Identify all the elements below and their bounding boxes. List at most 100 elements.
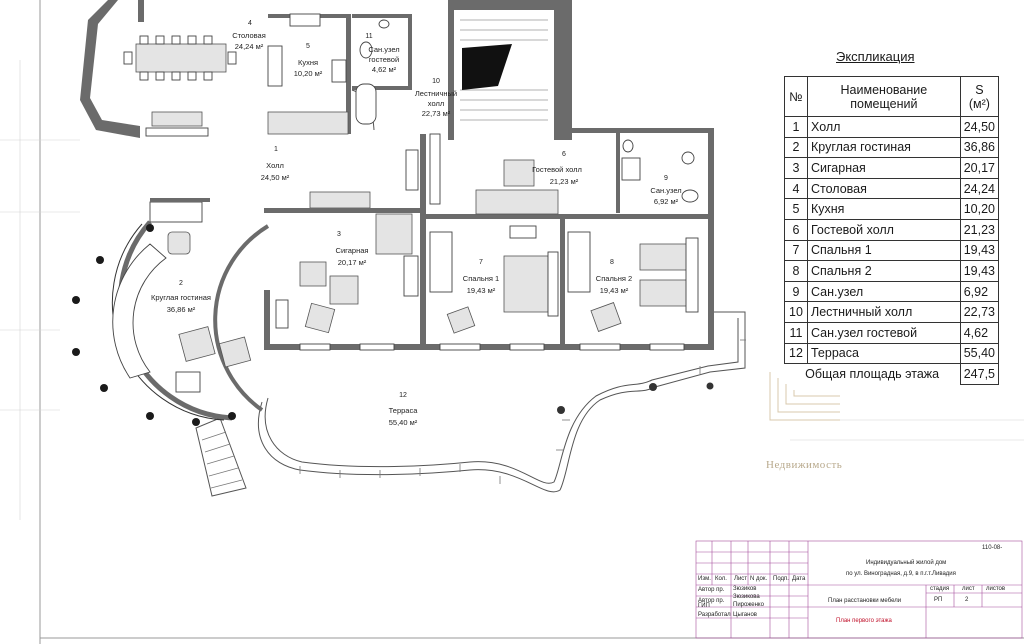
svg-text:12: 12 — [399, 392, 407, 399]
svg-text:Терраса: Терраса — [389, 406, 419, 415]
guest-hall-cabinet — [429, 133, 441, 205]
role-1: Автор пр. — [698, 587, 725, 593]
project-line-2: по ул. Виноградная, д.9, в п.г.т.Ливадия — [846, 571, 956, 577]
kitchen-stove — [331, 59, 347, 83]
terrace-railing-ticks — [299, 339, 746, 484]
wall-bed1-bed2 — [560, 219, 565, 344]
svg-text:9: 9 — [664, 175, 668, 182]
watermark-logo — [769, 372, 840, 421]
person-3: Пироженко — [733, 602, 764, 608]
svg-text:1: 1 — [274, 146, 278, 153]
hall-console — [309, 191, 371, 209]
svg-text:гостевой: гостевой — [369, 55, 399, 64]
guest-toilet-wall — [556, 128, 714, 133]
svg-text:55,40 м²: 55,40 м² — [389, 418, 418, 427]
wall-guesthall-beds — [420, 214, 710, 219]
col-podp: Подп. — [773, 576, 789, 582]
terrace-column — [557, 406, 565, 414]
svg-text:4,62 м²: 4,62 м² — [372, 65, 397, 74]
svg-text:10,20 м²: 10,20 м² — [294, 69, 323, 78]
svg-text:Гостевой холл: Гостевой холл — [532, 165, 582, 174]
hall-wall — [150, 198, 210, 202]
svg-text:21,23 м²: 21,23 м² — [550, 177, 579, 186]
person-4: Цыганов — [733, 612, 757, 618]
drawing-title: План первого этажа — [836, 618, 892, 624]
round-room-columns — [72, 224, 236, 426]
drawing-code: 110-08- — [982, 545, 1003, 551]
col-kol: Кол. — [715, 576, 727, 582]
bed-headboard — [547, 251, 559, 317]
dining-wall — [138, 0, 144, 22]
armchair — [590, 302, 622, 332]
svg-text:7: 7 — [479, 259, 483, 266]
person-2: Зюзикова — [733, 594, 760, 600]
title-block-grid — [695, 540, 1023, 639]
svg-text:24,50 м²: 24,50 м² — [261, 173, 290, 182]
svg-text:19,43 м²: 19,43 м² — [467, 286, 496, 295]
svg-text:Спальня 1: Спальня 1 — [463, 274, 499, 283]
toilet-wall — [408, 14, 412, 90]
svg-text:3: 3 — [337, 231, 341, 238]
armchair — [329, 275, 359, 305]
cigar-shelf — [403, 255, 419, 297]
stage-header: стадия — [930, 586, 950, 592]
stair-steps — [460, 19, 548, 121]
stage-value: РП — [934, 597, 943, 603]
hall-window — [149, 201, 203, 223]
svg-text:Холл: Холл — [266, 161, 284, 170]
round-sofa — [112, 243, 167, 379]
svg-text:11: 11 — [365, 33, 372, 40]
explication-title: Экспликация — [836, 49, 915, 64]
project-line-1: Индивидуальный жилой дом — [866, 560, 947, 566]
svg-text:6,92 м²: 6,92 м² — [654, 197, 679, 206]
washbasin — [681, 189, 699, 203]
svg-text:8: 8 — [610, 259, 614, 266]
cabinet — [275, 299, 289, 329]
svg-text:24,24 м²: 24,24 м² — [235, 42, 264, 51]
col-data: Дата — [792, 576, 806, 582]
hall-cabinet — [405, 149, 419, 191]
dining-bay-wall — [80, 0, 140, 138]
svg-text:6: 6 — [562, 151, 566, 158]
svg-text:36,86 м²: 36,86 м² — [167, 305, 196, 314]
terrace-column — [706, 382, 714, 390]
south-windows — [299, 343, 685, 351]
svg-text:5: 5 — [306, 43, 310, 50]
svg-text:2: 2 — [179, 280, 183, 287]
wardrobe — [429, 231, 453, 293]
col-ndok: N док. — [750, 576, 768, 582]
svg-text:холл: холл — [428, 99, 444, 108]
svg-text:Спальня 2: Спальня 2 — [596, 274, 632, 283]
svg-text:Столовая: Столовая — [232, 31, 266, 40]
hall-seat — [355, 83, 377, 125]
kitchen-island — [267, 45, 283, 87]
stair-wall — [554, 0, 572, 140]
svg-text:Сан.узел: Сан.узел — [368, 45, 399, 54]
wardrobe — [567, 231, 591, 293]
wall-cigar-bed — [420, 134, 426, 344]
toilet-bowl — [622, 139, 634, 153]
desk — [509, 225, 537, 239]
toilet-bowl — [359, 41, 373, 59]
armchair — [304, 302, 336, 334]
guest-hall-console — [475, 189, 559, 215]
person-1: Зюзиков — [733, 586, 757, 592]
shower — [621, 157, 641, 181]
svg-text:22,73 м²: 22,73 м² — [422, 109, 451, 118]
toilet9-wall — [616, 133, 620, 213]
svg-text:Кухня: Кухня — [298, 58, 318, 67]
stair-wall — [454, 0, 554, 10]
east-wall — [708, 130, 714, 350]
